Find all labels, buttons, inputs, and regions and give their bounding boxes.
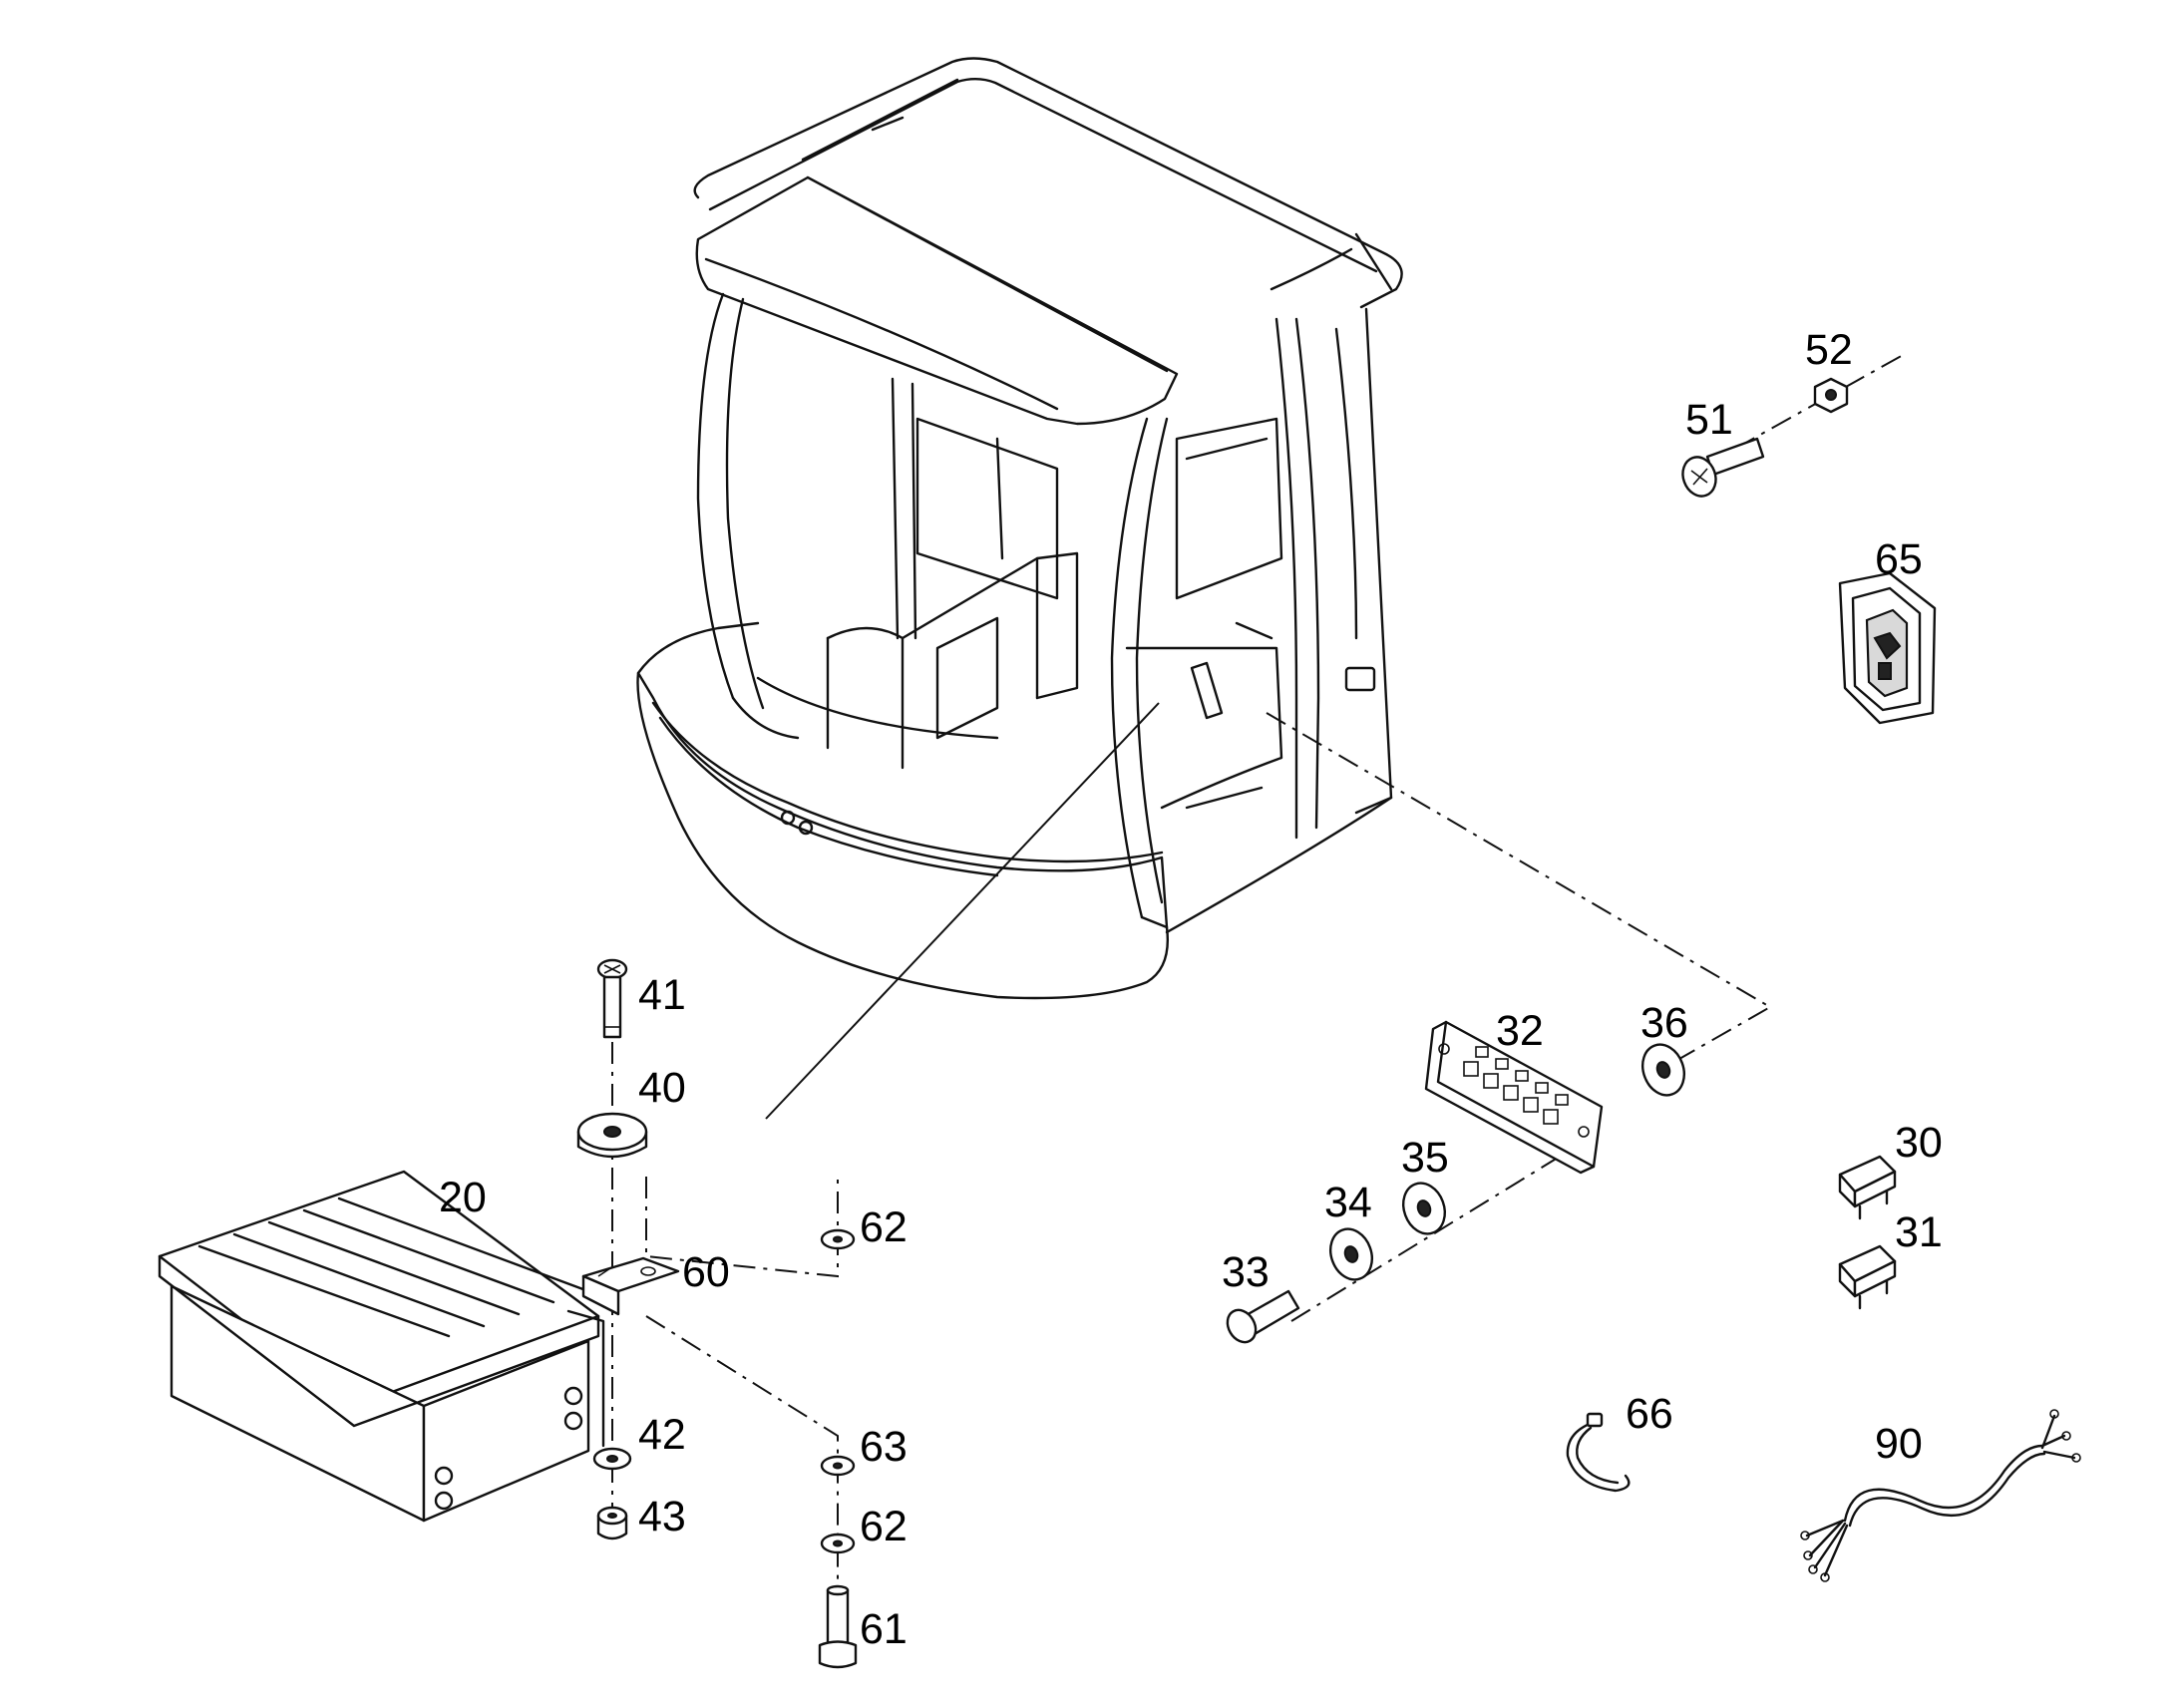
label-part-34: 34 — [1324, 1179, 1372, 1226]
part-42-washer — [592, 1447, 632, 1471]
part-52-nut — [1813, 377, 1849, 414]
label-part-62-upper: 62 — [860, 1203, 908, 1251]
leader-line-cab — [765, 702, 1160, 1120]
axis-60-62 — [645, 1177, 839, 1278]
part-63-washer — [820, 1455, 856, 1477]
part-61-hex-bolt — [818, 1584, 858, 1669]
label-part-60: 60 — [682, 1248, 730, 1296]
part-36-washer — [1641, 1043, 1685, 1097]
label-part-41: 41 — [638, 971, 686, 1019]
label-part-31: 31 — [1895, 1208, 1943, 1256]
label-part-43: 43 — [638, 1493, 686, 1540]
label-part-20: 20 — [439, 1174, 487, 1221]
part-65-cover — [1838, 571, 1937, 725]
label-part-51: 51 — [1685, 396, 1733, 444]
part-62-washer-lower — [820, 1533, 856, 1554]
axis-60-63 — [645, 1315, 839, 1615]
part-66-cable-tie — [1566, 1412, 1631, 1493]
label-part-65: 65 — [1875, 535, 1923, 583]
part-40-bushing — [576, 1112, 648, 1159]
label-part-36: 36 — [1640, 999, 1688, 1047]
part-60-bracket — [581, 1256, 680, 1316]
part-43-nut — [596, 1506, 628, 1540]
label-part-66: 66 — [1626, 1390, 1673, 1438]
part-20-housing — [158, 1170, 605, 1523]
label-part-33: 33 — [1222, 1248, 1270, 1296]
part-34-washer — [1329, 1227, 1373, 1281]
part-41-bolt — [596, 958, 628, 1039]
part-35-washer — [1402, 1182, 1446, 1235]
label-part-35: 35 — [1401, 1134, 1449, 1182]
label-part-40: 40 — [638, 1064, 686, 1112]
label-part-90: 90 — [1875, 1420, 1923, 1468]
part-90-wire-harness — [1800, 1409, 2081, 1582]
label-part-61: 61 — [860, 1605, 908, 1653]
part-51-screw — [1681, 437, 1765, 498]
part-30-fuse — [1838, 1155, 1897, 1220]
part-32-fuse-plate — [1424, 1020, 1604, 1175]
label-part-62-lower: 62 — [860, 1503, 908, 1550]
part-33-bolt — [1226, 1289, 1300, 1344]
label-part-42: 42 — [638, 1411, 686, 1459]
label-part-52: 52 — [1805, 326, 1853, 374]
axis-33-35 — [1290, 1146, 1577, 1322]
label-part-32: 32 — [1496, 1007, 1544, 1055]
part-62-washer-upper — [820, 1228, 856, 1250]
cab-assembly — [636, 57, 1403, 1000]
label-part-30: 30 — [1895, 1119, 1943, 1167]
part-labels: 20 30 31 32 33 34 35 36 40 41 42 43 51 5… — [439, 326, 1943, 1653]
label-part-63: 63 — [860, 1423, 908, 1471]
part-31-fuse — [1838, 1244, 1897, 1310]
